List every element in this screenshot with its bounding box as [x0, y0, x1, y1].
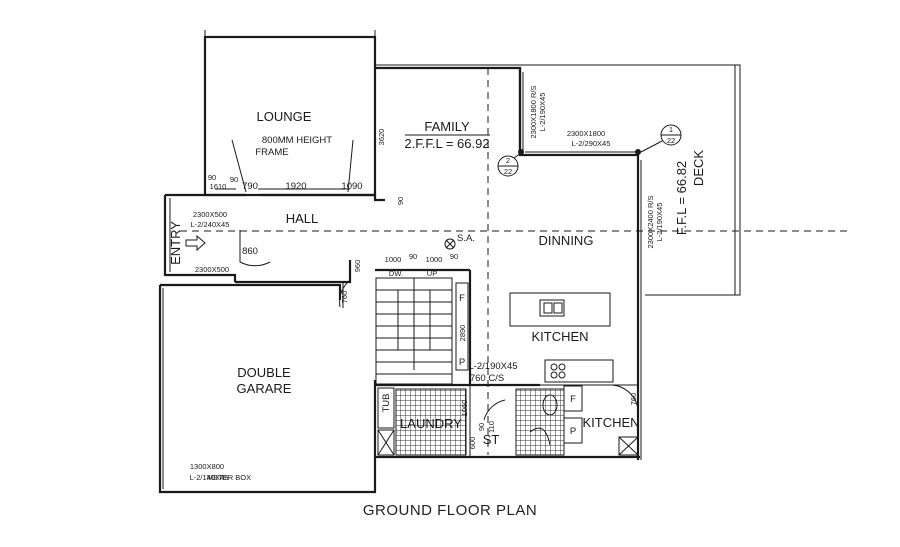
room-label-lounge: LOUNGE [257, 109, 312, 124]
svg-text:22: 22 [504, 167, 512, 176]
dim-1920: 1920 [285, 181, 306, 192]
deck-area [520, 64, 741, 296]
dim-2890: 2890 [458, 325, 467, 342]
cs-label: 760 C/S [470, 373, 504, 384]
smoke-alarm-icon [444, 238, 456, 250]
hall-entry-walls [163, 193, 385, 308]
stair-dw-label: DW. [389, 269, 403, 278]
room-label-deck: DECK [691, 150, 706, 186]
room-label-dinning: DINNING [539, 233, 594, 248]
dim-110: 110 [487, 421, 496, 433]
laundry-room [375, 383, 640, 459]
svg-text:22: 22 [667, 136, 675, 145]
dim-1000a: 1000 [385, 255, 402, 264]
dim-760b: 760 [629, 393, 638, 406]
meter-box-label: METER BOX [207, 473, 251, 482]
room-label-garage-2: GARARE [237, 381, 292, 396]
pantry-f-label: F [459, 293, 465, 304]
dim-90f: 90 [477, 423, 486, 431]
plan-caption: GROUND FLOOR PLAN [362, 502, 538, 519]
family-dining-walls [375, 64, 642, 460]
room-label-kitchen: KITCHEN [531, 329, 588, 344]
dim-1610: 1610 [210, 182, 227, 191]
dim-1090: 1090 [341, 181, 362, 192]
dim-90d: 90 [409, 252, 417, 261]
window-family-east-2: L-2/190X45 [538, 93, 547, 132]
room-label-laundry: LAUNDRY [400, 416, 462, 431]
svg-text:1: 1 [669, 125, 673, 134]
section-marker-2: 2 22 [497, 149, 524, 177]
window-entry-top-1: 2300X500 [193, 210, 227, 219]
deck-ffl-note: F.F.L = 66.82 [674, 161, 689, 235]
section-marker-1: 1 22 [635, 124, 682, 155]
kitchen-area [509, 292, 639, 456]
room-label-st: ST [483, 432, 500, 447]
dim-960: 960 [353, 260, 362, 273]
dim-600: 600 [468, 437, 477, 450]
family-ffl-note: 2.F.F.L = 66.92 [404, 136, 489, 151]
dim-90c: 90 [396, 197, 405, 205]
smoke-alarm-label: S.A. [457, 233, 475, 244]
room-label-garage-1: DOUBLE [237, 365, 291, 380]
window-family-north-1: 2300X1800 [567, 129, 605, 138]
kitchen-f-label: F [570, 394, 576, 405]
room-label-kitchen-2: KITCHEN [582, 415, 639, 430]
room-label-entry: ENTRY [168, 221, 183, 265]
kitchen-p-label: P [570, 426, 576, 437]
dim-90a: 90 [208, 173, 216, 182]
window-family-east-1: 2300X1800 R/S [529, 86, 538, 139]
window-dining-east-2: L-2/190X45 [655, 203, 664, 242]
window-stair-label: L-2/190X45 [468, 361, 517, 372]
window-dining-east-1: 2300X2400 R/S [646, 196, 655, 249]
dim-3620: 3620 [377, 129, 386, 146]
window-garage-1: 1300X800 [190, 462, 224, 471]
room-label-hall: HALL [286, 211, 319, 226]
dim-90b: 90 [230, 175, 238, 184]
window-family-north-2: L-2/290X45 [572, 139, 611, 148]
frame-note-1: 800MM HEIGHT [262, 135, 332, 146]
dim-1000b: 1000 [426, 255, 443, 264]
frame-note-2: FRAME [255, 147, 288, 158]
entry-arrow-icon [185, 234, 206, 252]
section-lines [180, 68, 850, 455]
room-label-tub: TUB [381, 394, 392, 413]
dim-90e: 90 [450, 252, 458, 261]
garage-room [158, 283, 377, 494]
dim-860: 860 [242, 246, 258, 257]
svg-text:2: 2 [506, 156, 510, 165]
dim-1060: 1060 [460, 400, 469, 417]
window-entry-top-2: L-2/240X45 [191, 220, 230, 229]
pantry-p-label: P [459, 357, 465, 368]
window-entry-bottom: 2300X500 [195, 265, 229, 274]
dim-790: 790 [242, 181, 258, 192]
staircase [375, 268, 472, 385]
window-garage-2: L-2/140X45 [190, 473, 229, 482]
stair-up-label: UP [427, 269, 437, 278]
dim-760a: 760 [340, 291, 349, 304]
room-label-family: FAMILY [424, 119, 470, 134]
